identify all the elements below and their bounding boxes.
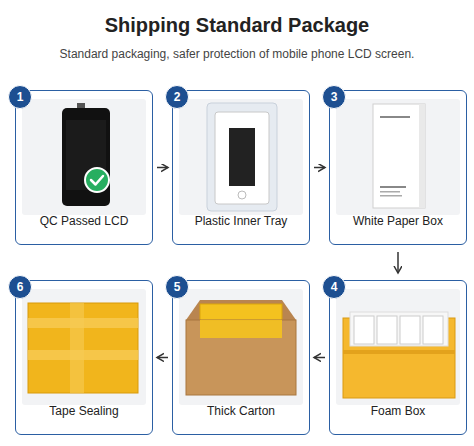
packed-box: [400, 316, 420, 344]
step-number-badge: 4: [322, 275, 346, 299]
step-card: QC Passed LCD 1: [15, 90, 153, 245]
box-print: [380, 116, 410, 118]
tape-strip: [70, 303, 84, 393]
step-number: 1: [17, 91, 24, 103]
image-area: [336, 289, 460, 405]
step-number-badge: 2: [165, 85, 189, 109]
step-label: White Paper Box: [330, 214, 466, 228]
step-card: Thick Carton 5: [172, 280, 310, 435]
step-number: 4: [331, 281, 338, 293]
step-label: Tape Sealing: [16, 404, 152, 418]
label-area: White Paper Box: [330, 214, 466, 228]
step-card: Plastic Inner Tray 2: [172, 90, 310, 245]
label-area: Thick Carton: [173, 404, 309, 418]
label-area: Tape Sealing: [16, 404, 152, 418]
image-area: [22, 99, 146, 215]
step-number: 5: [174, 281, 181, 293]
packed-box: [423, 316, 443, 344]
sealed-box: [28, 303, 138, 393]
label-area: Foam Box: [330, 404, 466, 418]
step-card: White Paper Box 3: [329, 90, 467, 245]
lcd-screen: [62, 108, 110, 206]
check-mark: [91, 176, 103, 185]
flow-arrow: [157, 167, 168, 169]
step-number-badge: 6: [8, 275, 32, 299]
tray-button: [238, 191, 246, 199]
box-print: [380, 191, 400, 193]
box-side: [419, 104, 425, 208]
label-area: Plastic Inner Tray: [173, 214, 309, 228]
step-label: Foam Box: [330, 404, 466, 418]
tray-screen: [229, 128, 255, 186]
step-number-badge: 5: [165, 275, 189, 299]
flow-arrow: [157, 357, 168, 359]
step-label: Thick Carton: [173, 404, 309, 418]
flow-arrow: [397, 252, 399, 273]
step-label: Plastic Inner Tray: [173, 214, 309, 228]
carton-box: [186, 320, 296, 395]
plastic-tray: [207, 103, 277, 211]
image-area: [22, 289, 146, 405]
check-badge: [85, 168, 109, 192]
subtitle: Standard packaging, safer protection of …: [0, 47, 474, 61]
packed-box: [354, 316, 374, 344]
foam-inner: [350, 312, 448, 346]
box-print: [380, 186, 406, 188]
paper-box: [373, 104, 425, 208]
box-print: [380, 195, 402, 197]
packed-box: [377, 316, 397, 344]
tray-phone: [215, 112, 269, 204]
image-area: [179, 289, 303, 405]
flow-arrow: [314, 167, 325, 169]
step-number-badge: 3: [322, 85, 346, 109]
step-label: QC Passed LCD: [16, 214, 152, 228]
foam-edge: [343, 350, 455, 354]
carton-content: [200, 320, 282, 338]
image-area: [179, 99, 303, 215]
step-card: Tape Sealing 6: [15, 280, 153, 435]
step-number: 3: [331, 91, 338, 103]
image-area: [336, 99, 460, 215]
step-card: Foam Box 4: [329, 280, 467, 435]
label-area: QC Passed LCD: [16, 214, 152, 228]
step-number: 2: [174, 91, 181, 103]
step-number-badge: 1: [8, 85, 32, 109]
step-number: 6: [17, 281, 24, 293]
page-title: Shipping Standard Package: [0, 14, 474, 37]
flow-arrow: [314, 357, 325, 359]
